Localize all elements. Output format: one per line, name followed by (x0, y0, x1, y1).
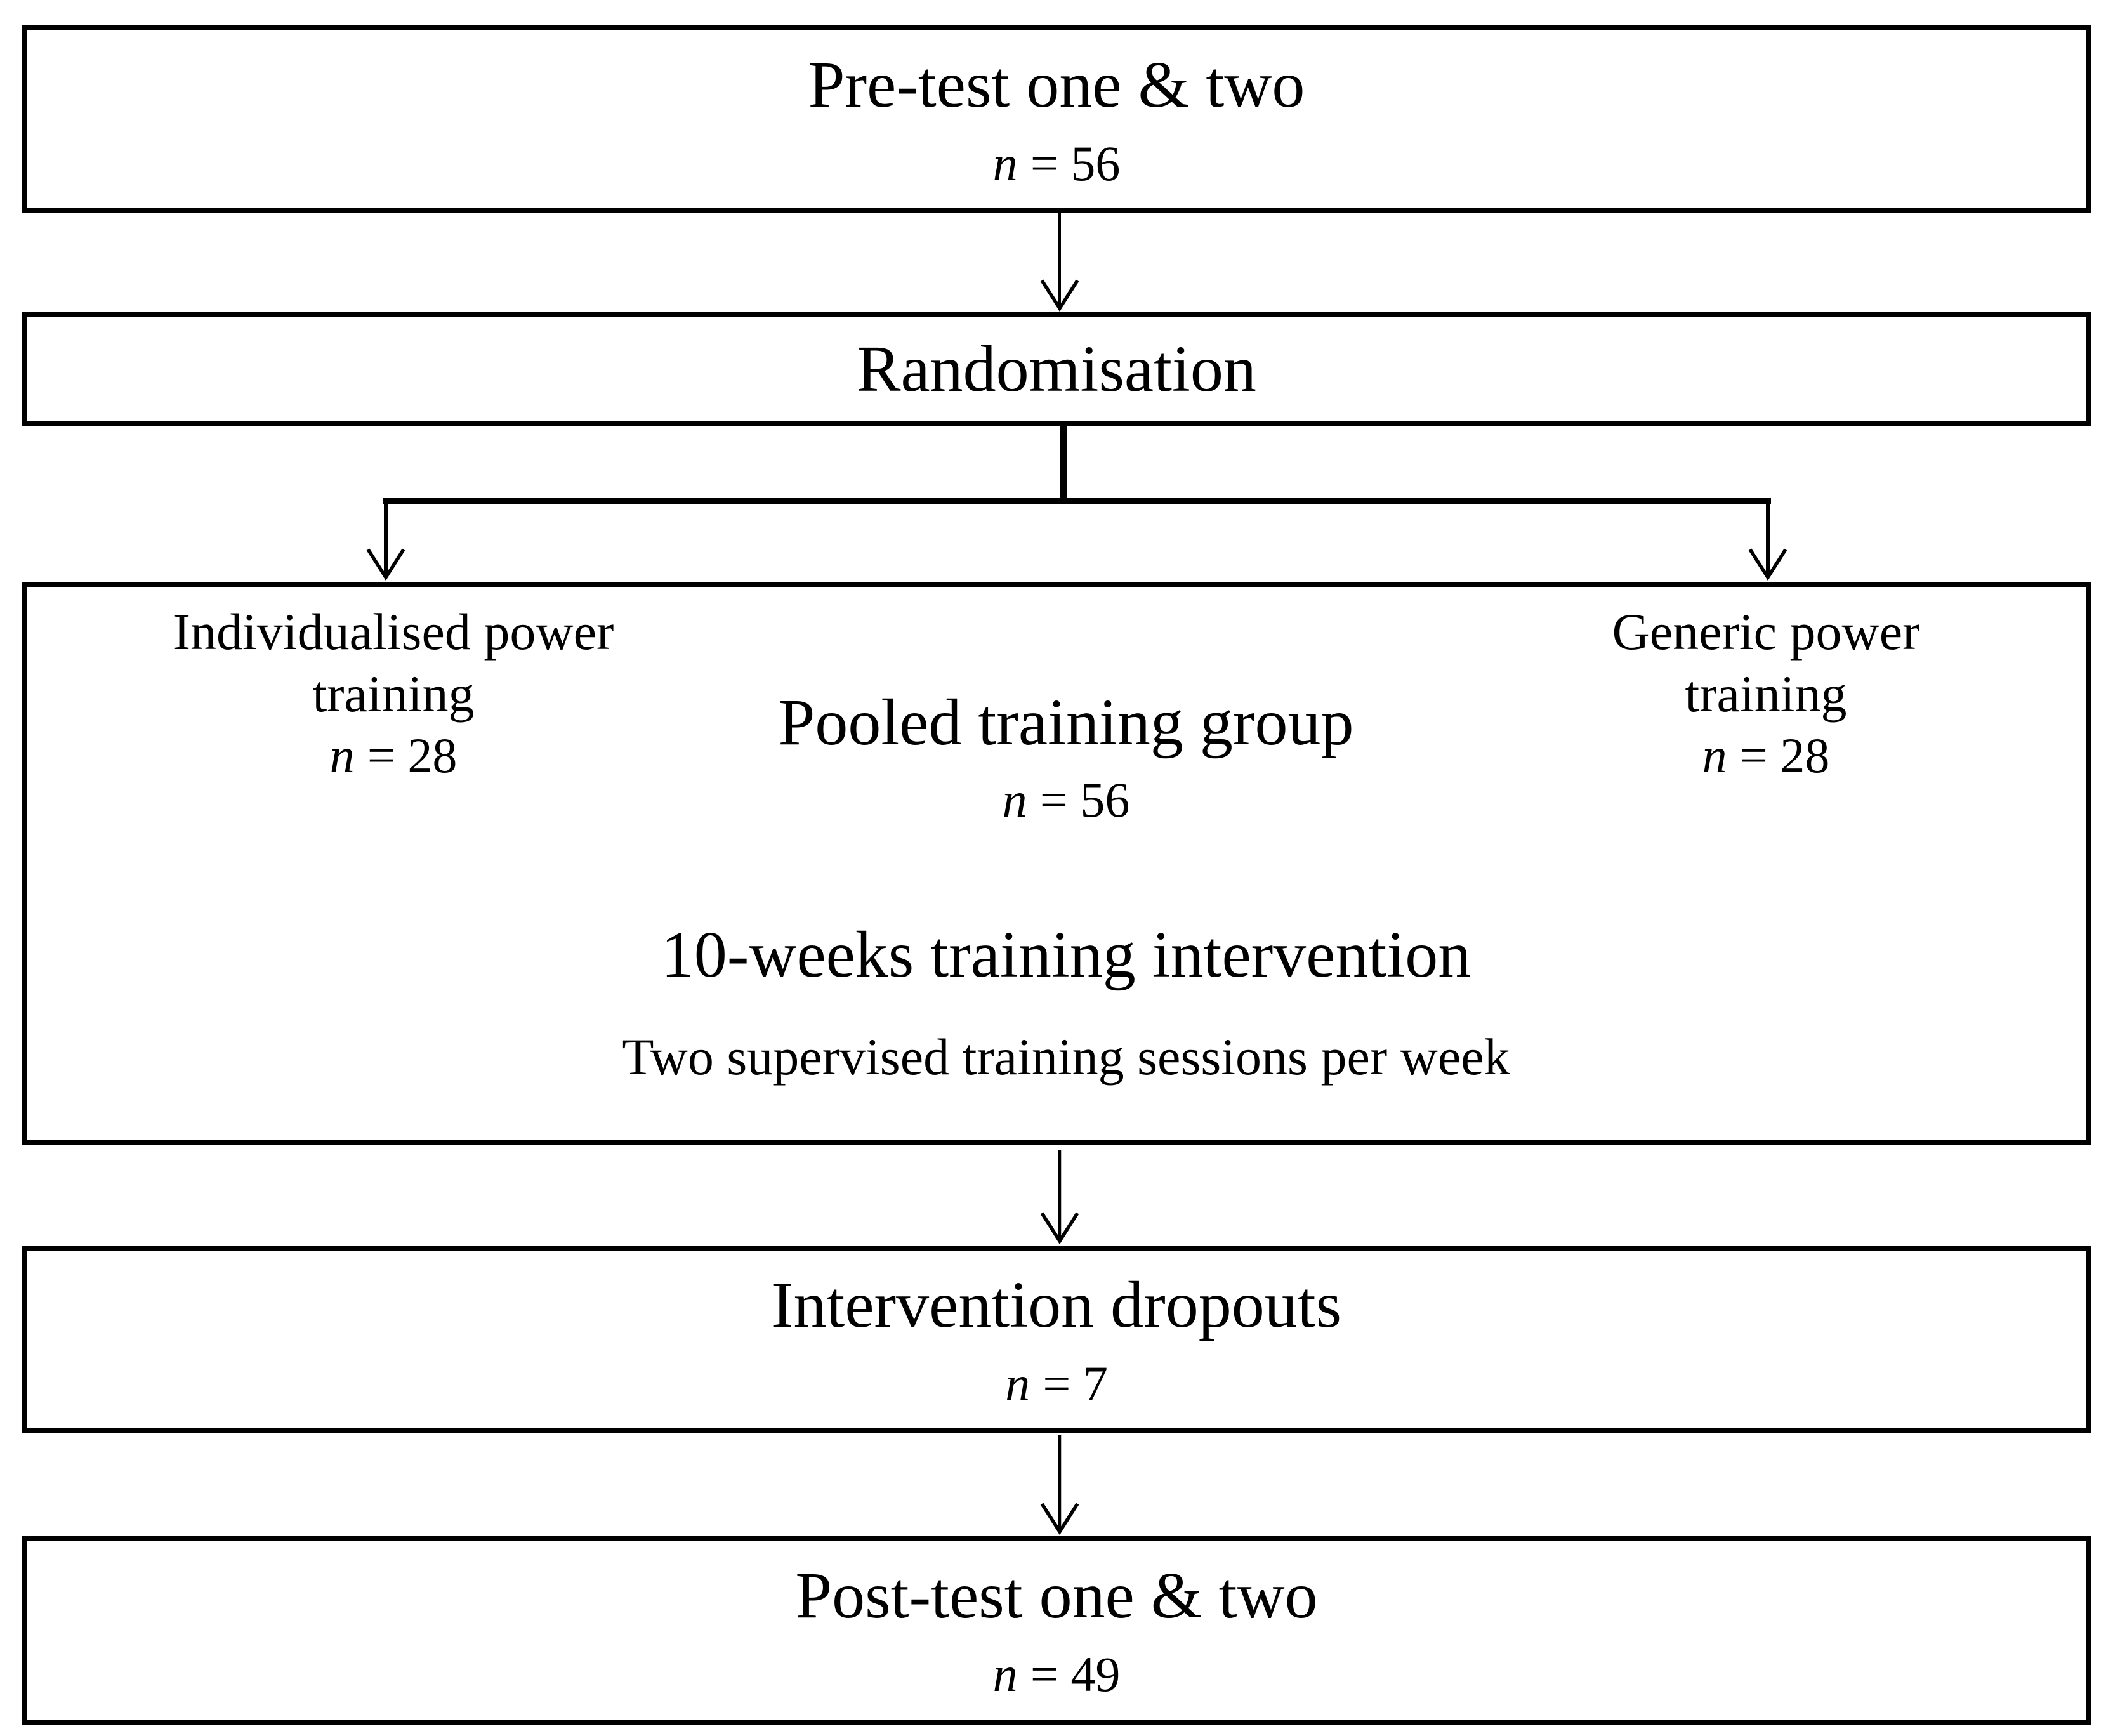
pretest-n: n= 56 (992, 135, 1121, 191)
dropouts-box: Intervention dropouts n= 7 (22, 1246, 2091, 1433)
posttest-box: Post-test one & two n= 49 (22, 1536, 2091, 1725)
dropouts-title: Intervention dropouts (771, 1268, 1342, 1341)
individualised-group-label: Individualised power training n= 28 (133, 601, 654, 785)
intervention-title: 10-weeks training intervention (661, 918, 1471, 991)
generic-group-n: n= 28 (1702, 727, 1830, 783)
intervention-subtitle: Two supervised training sessions per wee… (622, 1028, 1510, 1086)
pooled-group-n: n= 56 (1002, 772, 1130, 827)
training-box: Individualised power training n= 28 Gene… (22, 582, 2091, 1145)
pretest-box: Pre-test one & two n= 56 (22, 25, 2091, 213)
dropouts-n: n= 7 (1005, 1355, 1108, 1411)
randomisation-box: Randomisation (22, 312, 2091, 426)
randomisation-title: Randomisation (857, 332, 1256, 405)
posttest-n: n= 49 (992, 1647, 1121, 1702)
individualised-group-n: n= 28 (329, 727, 457, 783)
posttest-title: Post-test one & two (795, 1559, 1318, 1633)
pretest-title: Pre-test one & two (808, 48, 1305, 121)
generic-group-label: Generic power training n= 28 (1506, 601, 2026, 785)
pooled-group-title: Pooled training group (778, 686, 1354, 759)
